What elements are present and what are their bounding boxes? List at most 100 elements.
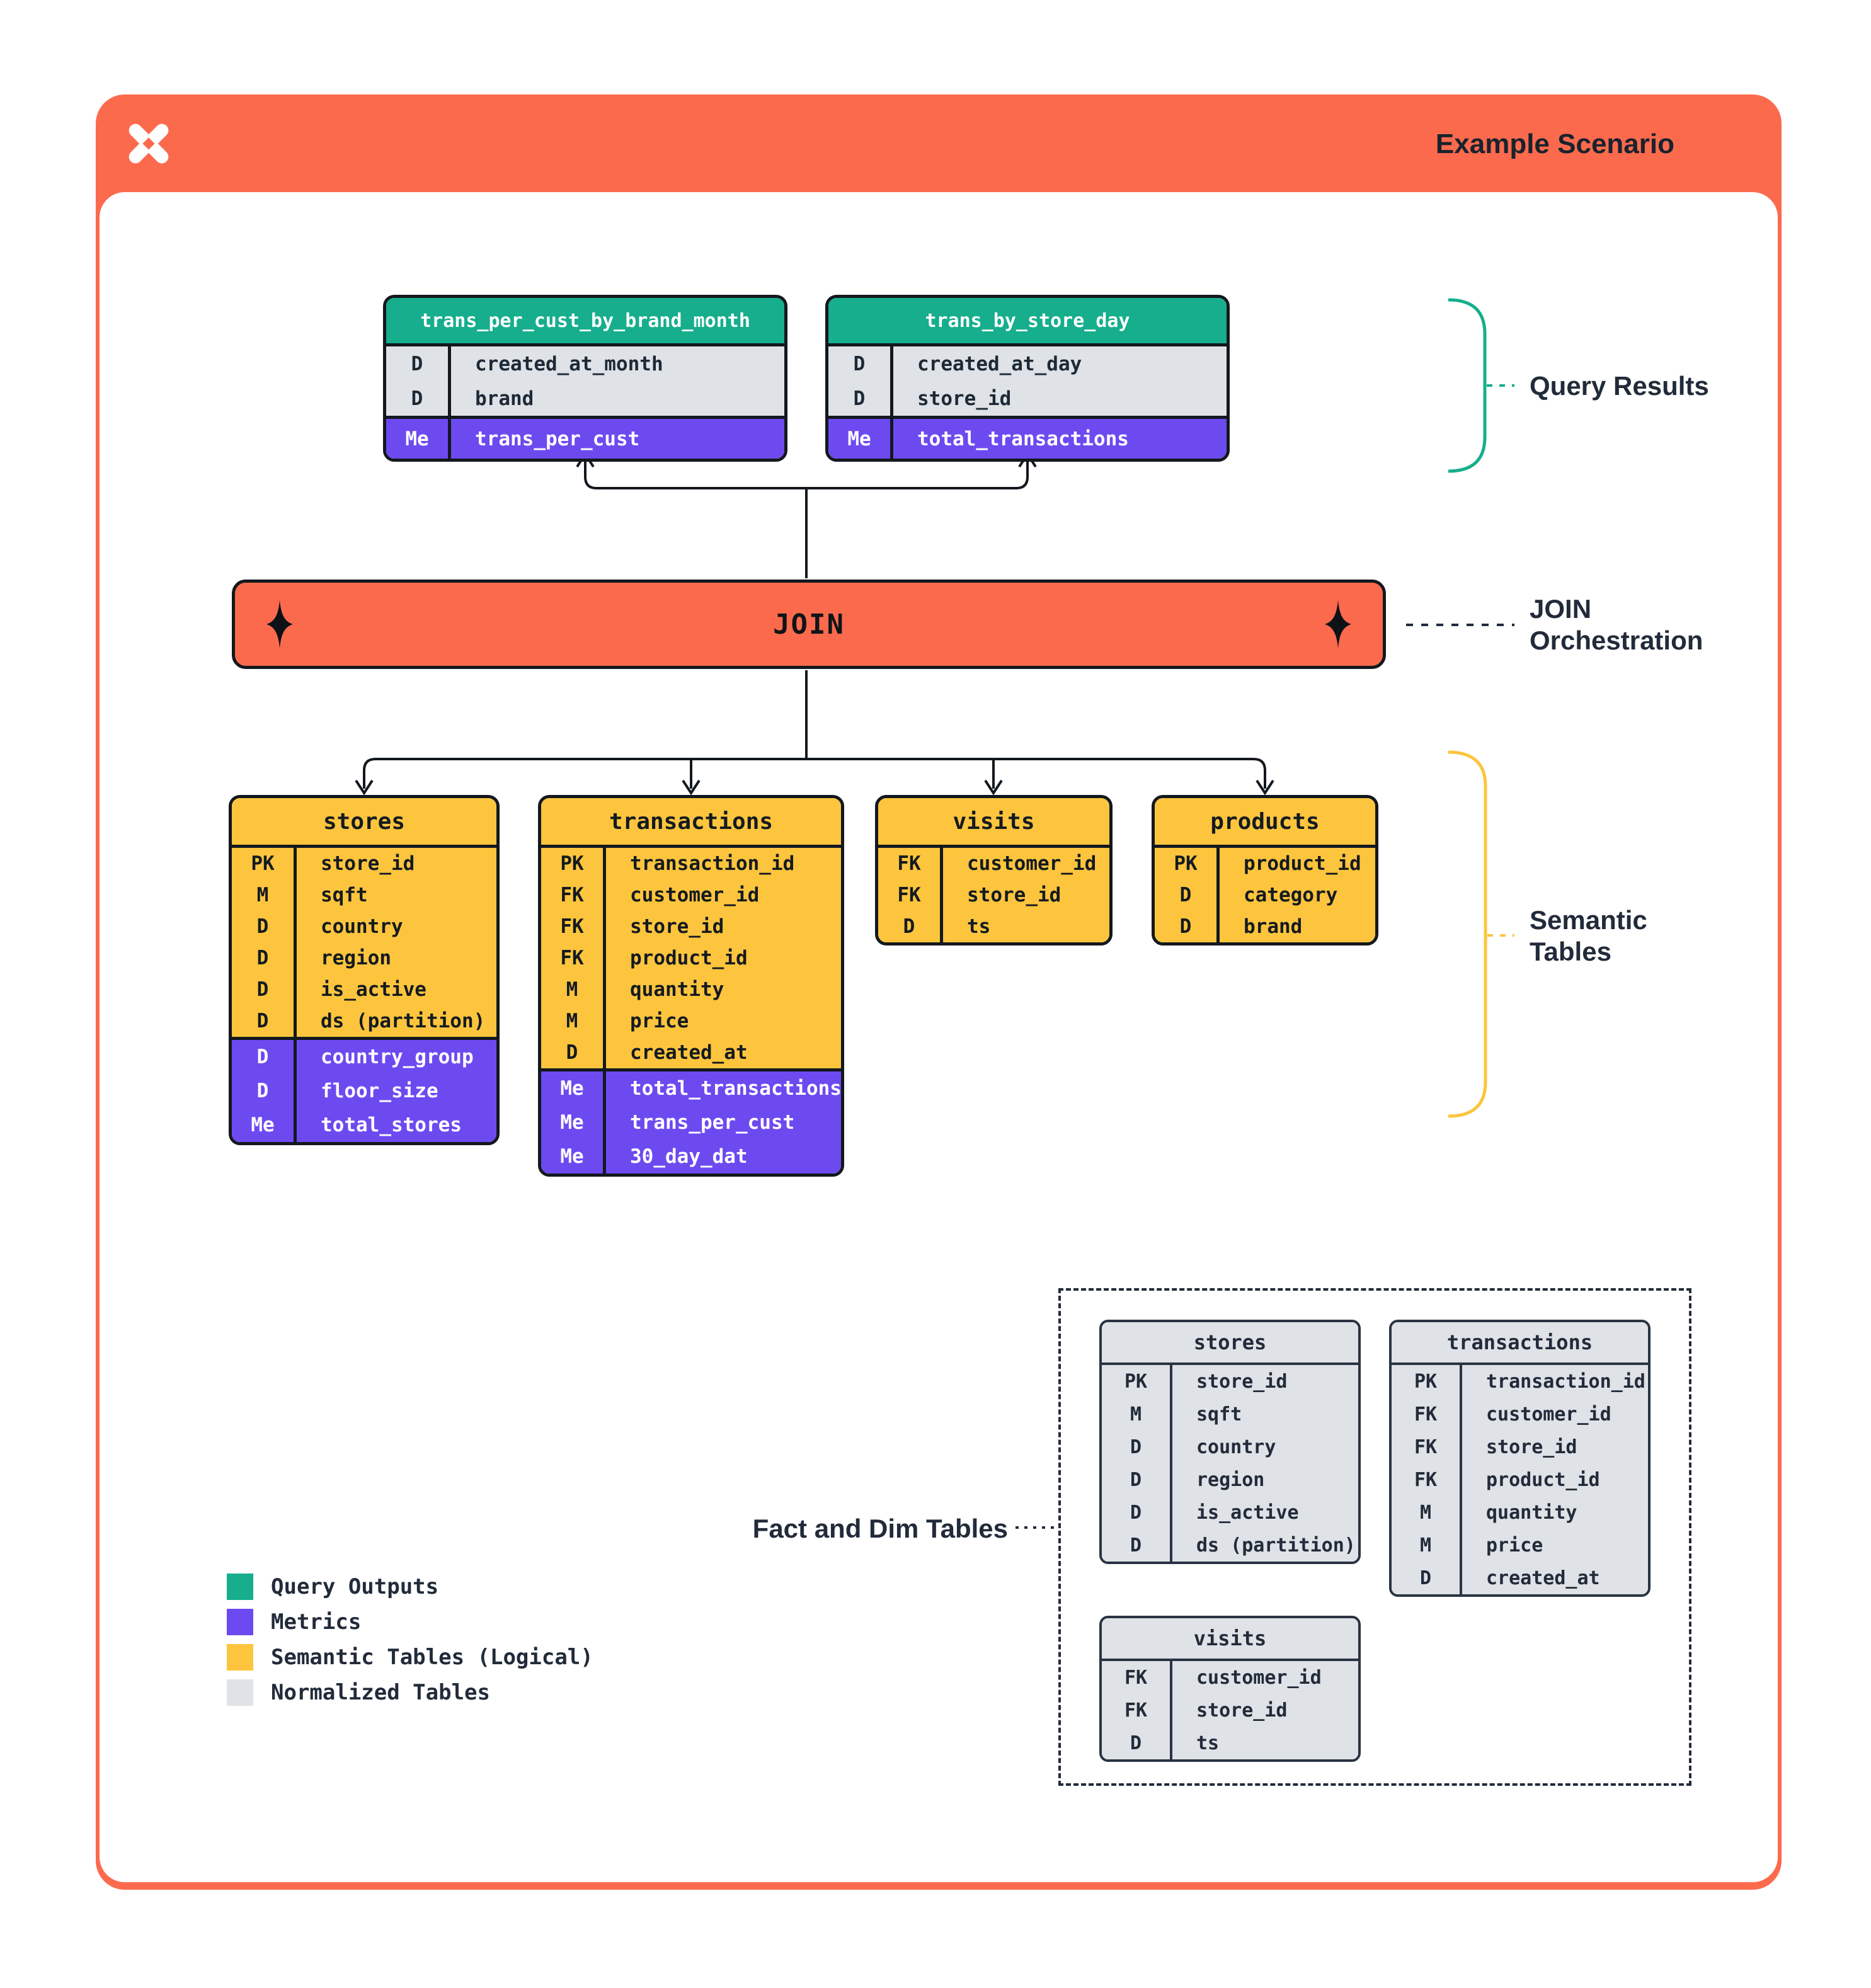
field-code: M <box>1392 1496 1462 1529</box>
legend-swatch-icon <box>227 1644 253 1671</box>
four-point-star-icon <box>1324 600 1352 649</box>
brand-x-spark-icon <box>129 123 169 164</box>
field-code: PK <box>1155 848 1220 879</box>
table-name: visits <box>878 798 1109 848</box>
field-code: PK <box>1102 1365 1172 1398</box>
join-node: JOIN <box>232 580 1386 669</box>
field-code: FK <box>1392 1431 1462 1463</box>
table-name: transactions <box>1392 1322 1648 1365</box>
legend-label: Metrics <box>271 1609 362 1635</box>
annotation-semantic-tables: Semantic Tables <box>1530 905 1647 968</box>
field-name: customer_id <box>630 884 760 906</box>
annotation-join-orchestration: JOIN Orchestration <box>1530 593 1703 656</box>
field-name: region <box>321 947 391 969</box>
field-code: M <box>1392 1529 1462 1562</box>
annotation-line: Orchestration <box>1530 626 1703 655</box>
field-code: FK <box>541 942 606 974</box>
fact-dim-container <box>1058 1288 1691 1786</box>
field-code: D <box>386 381 451 416</box>
field-name: store_id <box>630 915 724 938</box>
field-name: created_at <box>1486 1567 1600 1589</box>
join-label: JOIN <box>773 608 845 641</box>
field-name: quantity <box>630 978 724 1001</box>
legend-item: Metrics <box>227 1609 593 1635</box>
field-name: created_at_day <box>917 352 1082 375</box>
field-code: FK <box>1102 1661 1172 1694</box>
field-code: FK <box>541 911 606 942</box>
field-name: country_group <box>321 1046 474 1068</box>
field-code: D <box>232 974 297 1005</box>
field-code: Me <box>386 419 451 459</box>
field-code: PK <box>1392 1365 1462 1398</box>
annotation-fact-and-dim-tables: Fact and Dim Tables <box>752 1514 1008 1543</box>
legend-swatch-icon <box>227 1574 253 1600</box>
field-name: store_id <box>321 852 415 875</box>
field-name: is_active <box>1196 1501 1299 1524</box>
field-name: ds (partition) <box>1196 1534 1356 1557</box>
field-code: PK <box>541 848 606 879</box>
field-code: M <box>1102 1398 1172 1431</box>
field-code: FK <box>541 879 606 911</box>
field-name: product_id <box>630 947 748 969</box>
field-code: D <box>878 911 943 942</box>
field-name: product_id <box>1244 852 1361 875</box>
field-name: category <box>1244 884 1338 906</box>
field-code: FK <box>878 848 943 879</box>
field-name: quantity <box>1486 1501 1577 1524</box>
legend-swatch-icon <box>227 1609 253 1635</box>
field-name: price <box>1486 1534 1543 1557</box>
field-code: D <box>232 911 297 942</box>
field-name: created_at <box>630 1041 748 1064</box>
field-name: store_id <box>1196 1699 1288 1722</box>
field-name: transaction_id <box>1486 1370 1645 1393</box>
field-code: D <box>1155 911 1220 942</box>
field-name: trans_per_cust <box>630 1111 795 1134</box>
field-name: country <box>1196 1436 1276 1458</box>
field-name: total_stores <box>321 1114 462 1136</box>
table-name: trans_per_cust_by_brand_month <box>386 298 784 346</box>
field-name: brand <box>475 387 534 410</box>
legend-label: Query Outputs <box>271 1574 439 1599</box>
field-code: FK <box>1392 1463 1462 1496</box>
field-code: D <box>232 1005 297 1037</box>
field-name: is_active <box>321 978 426 1001</box>
table-name: stores <box>232 798 496 848</box>
field-name: region <box>1196 1468 1265 1491</box>
field-code: M <box>232 879 297 911</box>
field-code: FK <box>1102 1694 1172 1727</box>
field-code: D <box>1102 1529 1172 1562</box>
page-title: Example Scenario <box>1435 129 1674 159</box>
legend-label: Semantic Tables (Logical) <box>271 1645 593 1670</box>
table-name: stores <box>1102 1322 1358 1365</box>
